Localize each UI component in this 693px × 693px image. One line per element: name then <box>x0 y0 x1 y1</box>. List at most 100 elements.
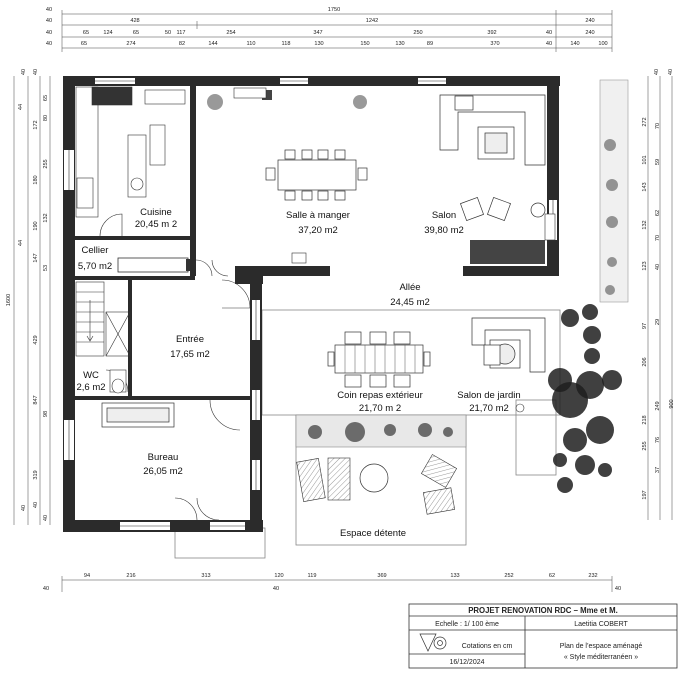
dim-left-col-1: 180 <box>33 175 39 184</box>
plant-icon <box>582 304 598 320</box>
dim-top-row4-8: 130 <box>395 41 404 47</box>
dim-bottom-9: 232 <box>588 573 597 579</box>
dim-bottom-4: 119 <box>308 573 317 579</box>
dim-right-b-6: 249 <box>655 401 661 410</box>
dimension-lines-bottom <box>61 576 613 592</box>
room-name-allee: Allée <box>399 282 420 293</box>
scale-label: Echelle : 1/ 100 ème <box>435 621 499 628</box>
plant-icon <box>308 425 322 439</box>
fireplace <box>544 213 556 241</box>
dim-right-b-3: 70 <box>655 235 661 241</box>
dim-bottom-6: 133 <box>450 573 459 579</box>
dim-left-inner-0: 65 <box>43 95 49 101</box>
dim-top-row1-0: 1750 <box>328 7 340 13</box>
project-title: PROJET RENOVATION RDC – Mme et M. <box>468 606 618 615</box>
dim-top-row4-10: 370 <box>490 41 499 47</box>
plant-icon <box>602 370 622 390</box>
dim-left-top-a: 40 <box>21 69 27 75</box>
dim-left-mid-1: 44 <box>18 240 24 246</box>
dim-top-row3-3: 50 <box>165 30 171 36</box>
plant-icon <box>586 416 614 444</box>
dim-bottom-5: 369 <box>377 573 386 579</box>
dim-right-b-1: 59 <box>655 159 661 165</box>
dim-top-row4-5: 118 <box>282 41 291 47</box>
plan-description-line2: « Style méditerranéen » <box>564 654 638 661</box>
dim-left-col-2: 190 <box>33 221 39 230</box>
dim-top-row4-9: 89 <box>427 41 433 47</box>
dim-right-a-3: 132 <box>642 220 648 229</box>
dim-bottom-0: 94 <box>84 573 90 579</box>
dim-left-inner-5: 98 <box>43 411 49 417</box>
room-name-entree: Entrée <box>176 334 204 345</box>
dim-right-a-5: 97 <box>642 323 648 329</box>
dim-top-row4-0: 65 <box>81 41 87 47</box>
room-area-salonjardin: 21,70 m2 <box>469 403 509 414</box>
plant-icon <box>575 455 595 475</box>
dim-left-inner-6: 40 <box>43 515 49 521</box>
plant-icon <box>418 423 432 437</box>
room-name-wc: WC <box>83 370 99 381</box>
dim-top-row3-5: 254 <box>226 30 235 36</box>
dim-top-row4-2: 82 <box>179 41 185 47</box>
dim-bottom-end-1: 40 <box>273 586 279 592</box>
dim-left-col-4: 429 <box>33 335 39 344</box>
dim-right-b-2: 62 <box>655 210 661 216</box>
room-name-cellier: Cellier <box>82 245 109 256</box>
loungers <box>296 454 458 515</box>
dimension-lines-left <box>13 76 51 525</box>
dim-top-row2-1: 1242 <box>366 18 378 24</box>
sideboard <box>262 90 272 100</box>
dim-left-outer: 1600 <box>6 294 12 306</box>
plan-description-line1: Plan de l’espace aménagé <box>560 643 643 650</box>
dining-table <box>265 149 368 201</box>
dim-top-row3-8: 392 <box>487 30 496 36</box>
plant-icon <box>606 216 618 228</box>
plant-icon <box>561 309 579 327</box>
room-name-salle: Salle à manger <box>286 210 350 221</box>
room-area-cellier: 5,70 m2 <box>78 261 112 272</box>
dim-right-a-4: 123 <box>642 261 648 270</box>
dim-right-a-6: 206 <box>642 357 648 366</box>
staircase <box>75 281 131 357</box>
dim-top-row2-0: 428 <box>130 18 139 24</box>
cotations-label: Cotations en cm <box>462 643 513 650</box>
dim-top-left-1: 40 <box>46 18 52 24</box>
dim-bottom-end-0: 40 <box>43 586 49 592</box>
room-area-allee: 24,45 m2 <box>390 297 430 308</box>
dim-top-row3-7: 250 <box>413 30 422 36</box>
dim-top-row4-3: 144 <box>208 41 217 47</box>
dim-right-a-8: 255 <box>642 441 648 450</box>
dim-right-a-1: 101 <box>642 155 648 164</box>
plant-icon <box>604 139 616 151</box>
dim-bottom-3: 120 <box>274 573 283 579</box>
dim-top-row3-10: 240 <box>585 30 594 36</box>
window-frames <box>68 80 554 527</box>
plant-icon <box>576 371 604 399</box>
dim-bottom-1: 216 <box>126 573 135 579</box>
dim-top-row4-6: 130 <box>314 41 323 47</box>
dim-left-inner-4: 53 <box>43 265 49 271</box>
dim-bottom-8: 62 <box>549 573 555 579</box>
dim-top-row4-12: 140 <box>570 41 579 47</box>
dim-left-inner-3: 132 <box>43 213 49 222</box>
console <box>233 87 267 99</box>
dim-top-row4-13: 100 <box>598 41 607 47</box>
dim-top-left-0: 40 <box>46 7 52 13</box>
date-label: 16/12/2024 <box>449 659 484 666</box>
dim-right-b-5: 29 <box>655 319 661 325</box>
dim-top-row4-1: 274 <box>126 41 135 47</box>
room-area-entree: 17,65 m2 <box>170 349 210 360</box>
dim-left-inner-2: 255 <box>43 159 49 168</box>
planter-bed <box>295 414 467 448</box>
title-block-icon <box>419 633 447 652</box>
room-area-cuisine: 20,45 m 2 <box>135 219 177 230</box>
dim-top-row3-1: 124 <box>103 30 112 36</box>
sofa <box>439 94 546 166</box>
dim-top-left-2: 40 <box>46 30 52 36</box>
dim-bottom-7: 252 <box>504 573 513 579</box>
dim-top-row3-2: 65 <box>133 30 139 36</box>
dim-top-row4-7: 150 <box>360 41 369 47</box>
dim-top-left-3: 40 <box>46 41 52 47</box>
